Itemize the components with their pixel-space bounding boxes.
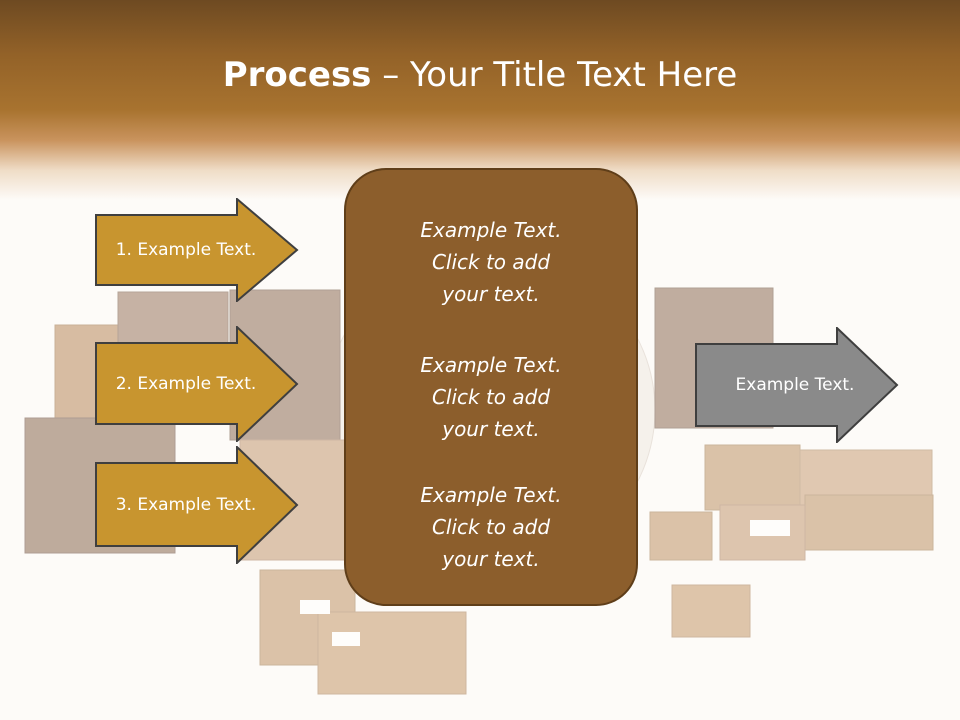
center-block-2-line-2: Click to add bbox=[431, 385, 551, 409]
slide-title[interactable]: Process – Your Title Text Here bbox=[0, 52, 960, 98]
center-block-1-line-3: your text. bbox=[442, 282, 540, 306]
title-rest-part: – Your Title Text Here bbox=[371, 55, 738, 95]
left-arrow-3-label: 3. Example Text. bbox=[115, 495, 257, 515]
left-arrow-2[interactable]: 2. Example Text. bbox=[95, 326, 300, 442]
center-text-block-2: Example Text. Click to add your text. bbox=[346, 349, 636, 445]
left-arrow-2-label: 2. Example Text. bbox=[115, 374, 257, 394]
center-text-box[interactable]: Example Text. Click to add your text. Ex… bbox=[344, 168, 638, 606]
right-arrow-icon bbox=[95, 198, 299, 302]
center-block-1-line-1: Example Text. bbox=[420, 218, 562, 242]
title-bold-part: Process bbox=[222, 55, 372, 95]
right-arrow-label: Example Text. bbox=[735, 375, 855, 395]
center-block-3-line-1: Example Text. bbox=[420, 483, 562, 507]
center-text-block-3: Example Text. Click to add your text. bbox=[346, 479, 636, 575]
left-arrow-1-label: 1. Example Text. bbox=[115, 240, 257, 260]
right-arrow-icon bbox=[695, 327, 899, 443]
right-arrow-gray[interactable]: Example Text. bbox=[695, 327, 900, 443]
header-band bbox=[0, 0, 960, 200]
left-arrow-3[interactable]: 3. Example Text. bbox=[95, 446, 300, 564]
left-arrow-1[interactable]: 1. Example Text. bbox=[95, 198, 300, 302]
center-block-3-line-3: your text. bbox=[442, 547, 540, 571]
center-block-2-line-1: Example Text. bbox=[420, 353, 562, 377]
right-arrow-icon bbox=[95, 326, 299, 442]
center-text-block-1: Example Text. Click to add your text. bbox=[346, 214, 636, 310]
center-block-2-line-3: your text. bbox=[442, 417, 540, 441]
center-block-3-line-2: Click to add bbox=[431, 515, 551, 539]
right-arrow-icon bbox=[95, 446, 299, 564]
center-block-1-line-2: Click to add bbox=[431, 250, 551, 274]
